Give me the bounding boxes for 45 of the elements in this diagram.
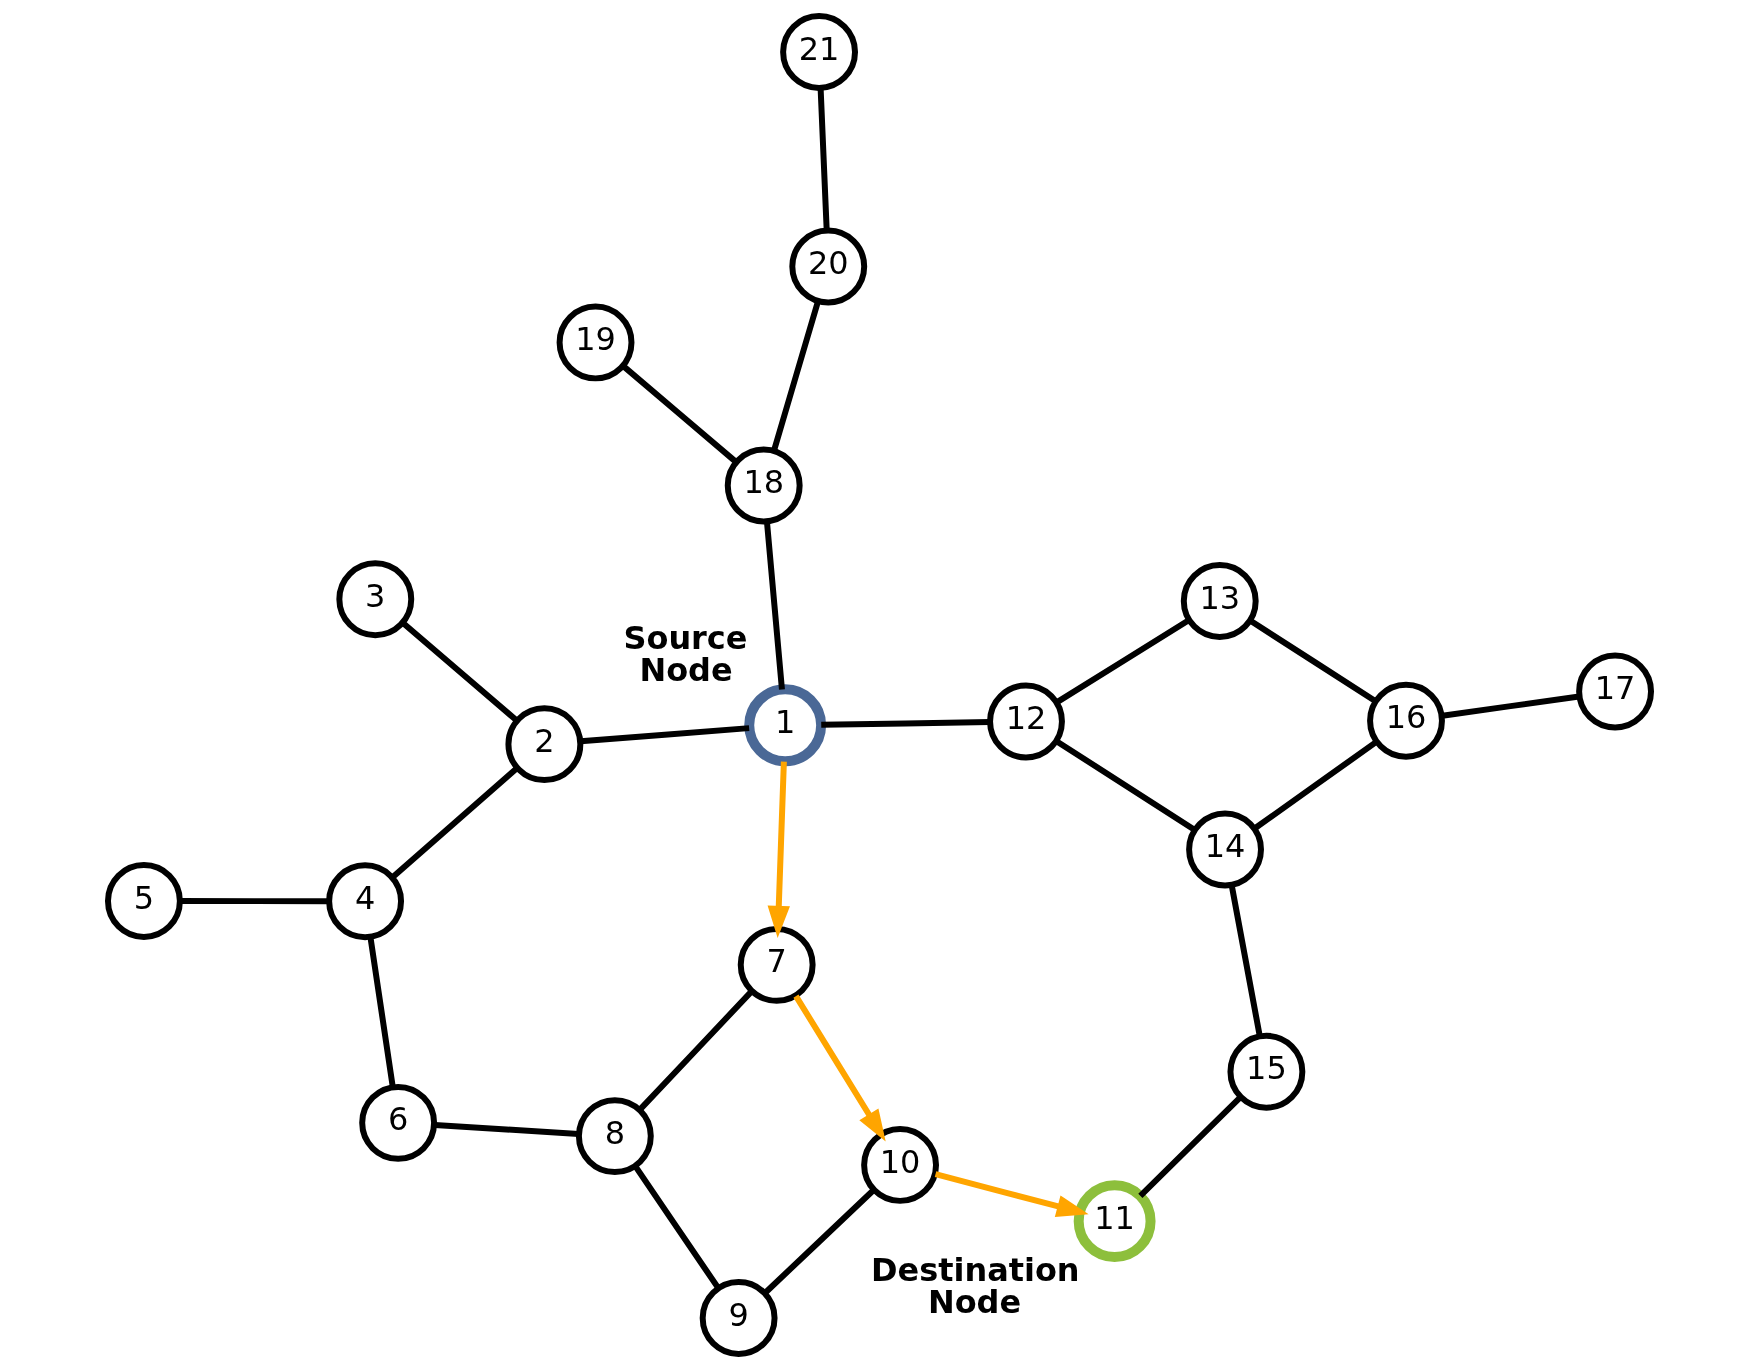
node-circle: 9 <box>699 1279 778 1357</box>
node-circle: 8 <box>575 1097 654 1176</box>
connector <box>763 521 785 690</box>
connector <box>1253 739 1379 831</box>
node-circle: 15 <box>1227 1032 1306 1111</box>
node-circle: 6 <box>359 1083 438 1162</box>
connector <box>1054 738 1197 833</box>
node-circle: 14 <box>1186 810 1264 889</box>
node-circle: 10 <box>861 1126 939 1204</box>
node-circle: 3 <box>336 560 415 639</box>
node-circle: 7 <box>737 925 816 1004</box>
node-circle: 4 <box>326 862 405 941</box>
connector <box>637 989 754 1112</box>
connector <box>763 1187 876 1295</box>
connector <box>817 88 830 231</box>
node-circle: 17 <box>1576 652 1654 731</box>
arrow <box>767 761 790 938</box>
arrow <box>934 1171 1089 1218</box>
node-circle: 13 <box>1180 562 1259 640</box>
node-circle: 2 <box>505 705 584 784</box>
node-circle: 16 <box>1367 681 1445 760</box>
node-circle: 12 <box>987 682 1065 761</box>
node-circle: 20 <box>789 227 868 306</box>
connector <box>1442 693 1580 719</box>
node-circle: 19 <box>556 303 635 382</box>
connector <box>180 898 329 905</box>
connector <box>580 725 750 745</box>
connector <box>821 719 990 728</box>
connector <box>390 765 520 880</box>
connector <box>771 300 821 452</box>
arrow <box>793 994 886 1142</box>
connector <box>1138 1095 1243 1198</box>
node-circle: 18 <box>724 446 803 525</box>
node-circle: 21 <box>780 13 858 91</box>
connector <box>1055 617 1191 705</box>
node-circle: 11 <box>1073 1180 1156 1263</box>
connector <box>632 1164 721 1290</box>
connector <box>400 620 519 723</box>
connector <box>434 1122 579 1137</box>
connector <box>621 363 738 465</box>
node-circle: 5 <box>105 862 183 940</box>
connector <box>1228 884 1263 1037</box>
connector <box>367 936 396 1088</box>
connector <box>1248 618 1377 704</box>
node-circle: 1 <box>744 684 827 767</box>
